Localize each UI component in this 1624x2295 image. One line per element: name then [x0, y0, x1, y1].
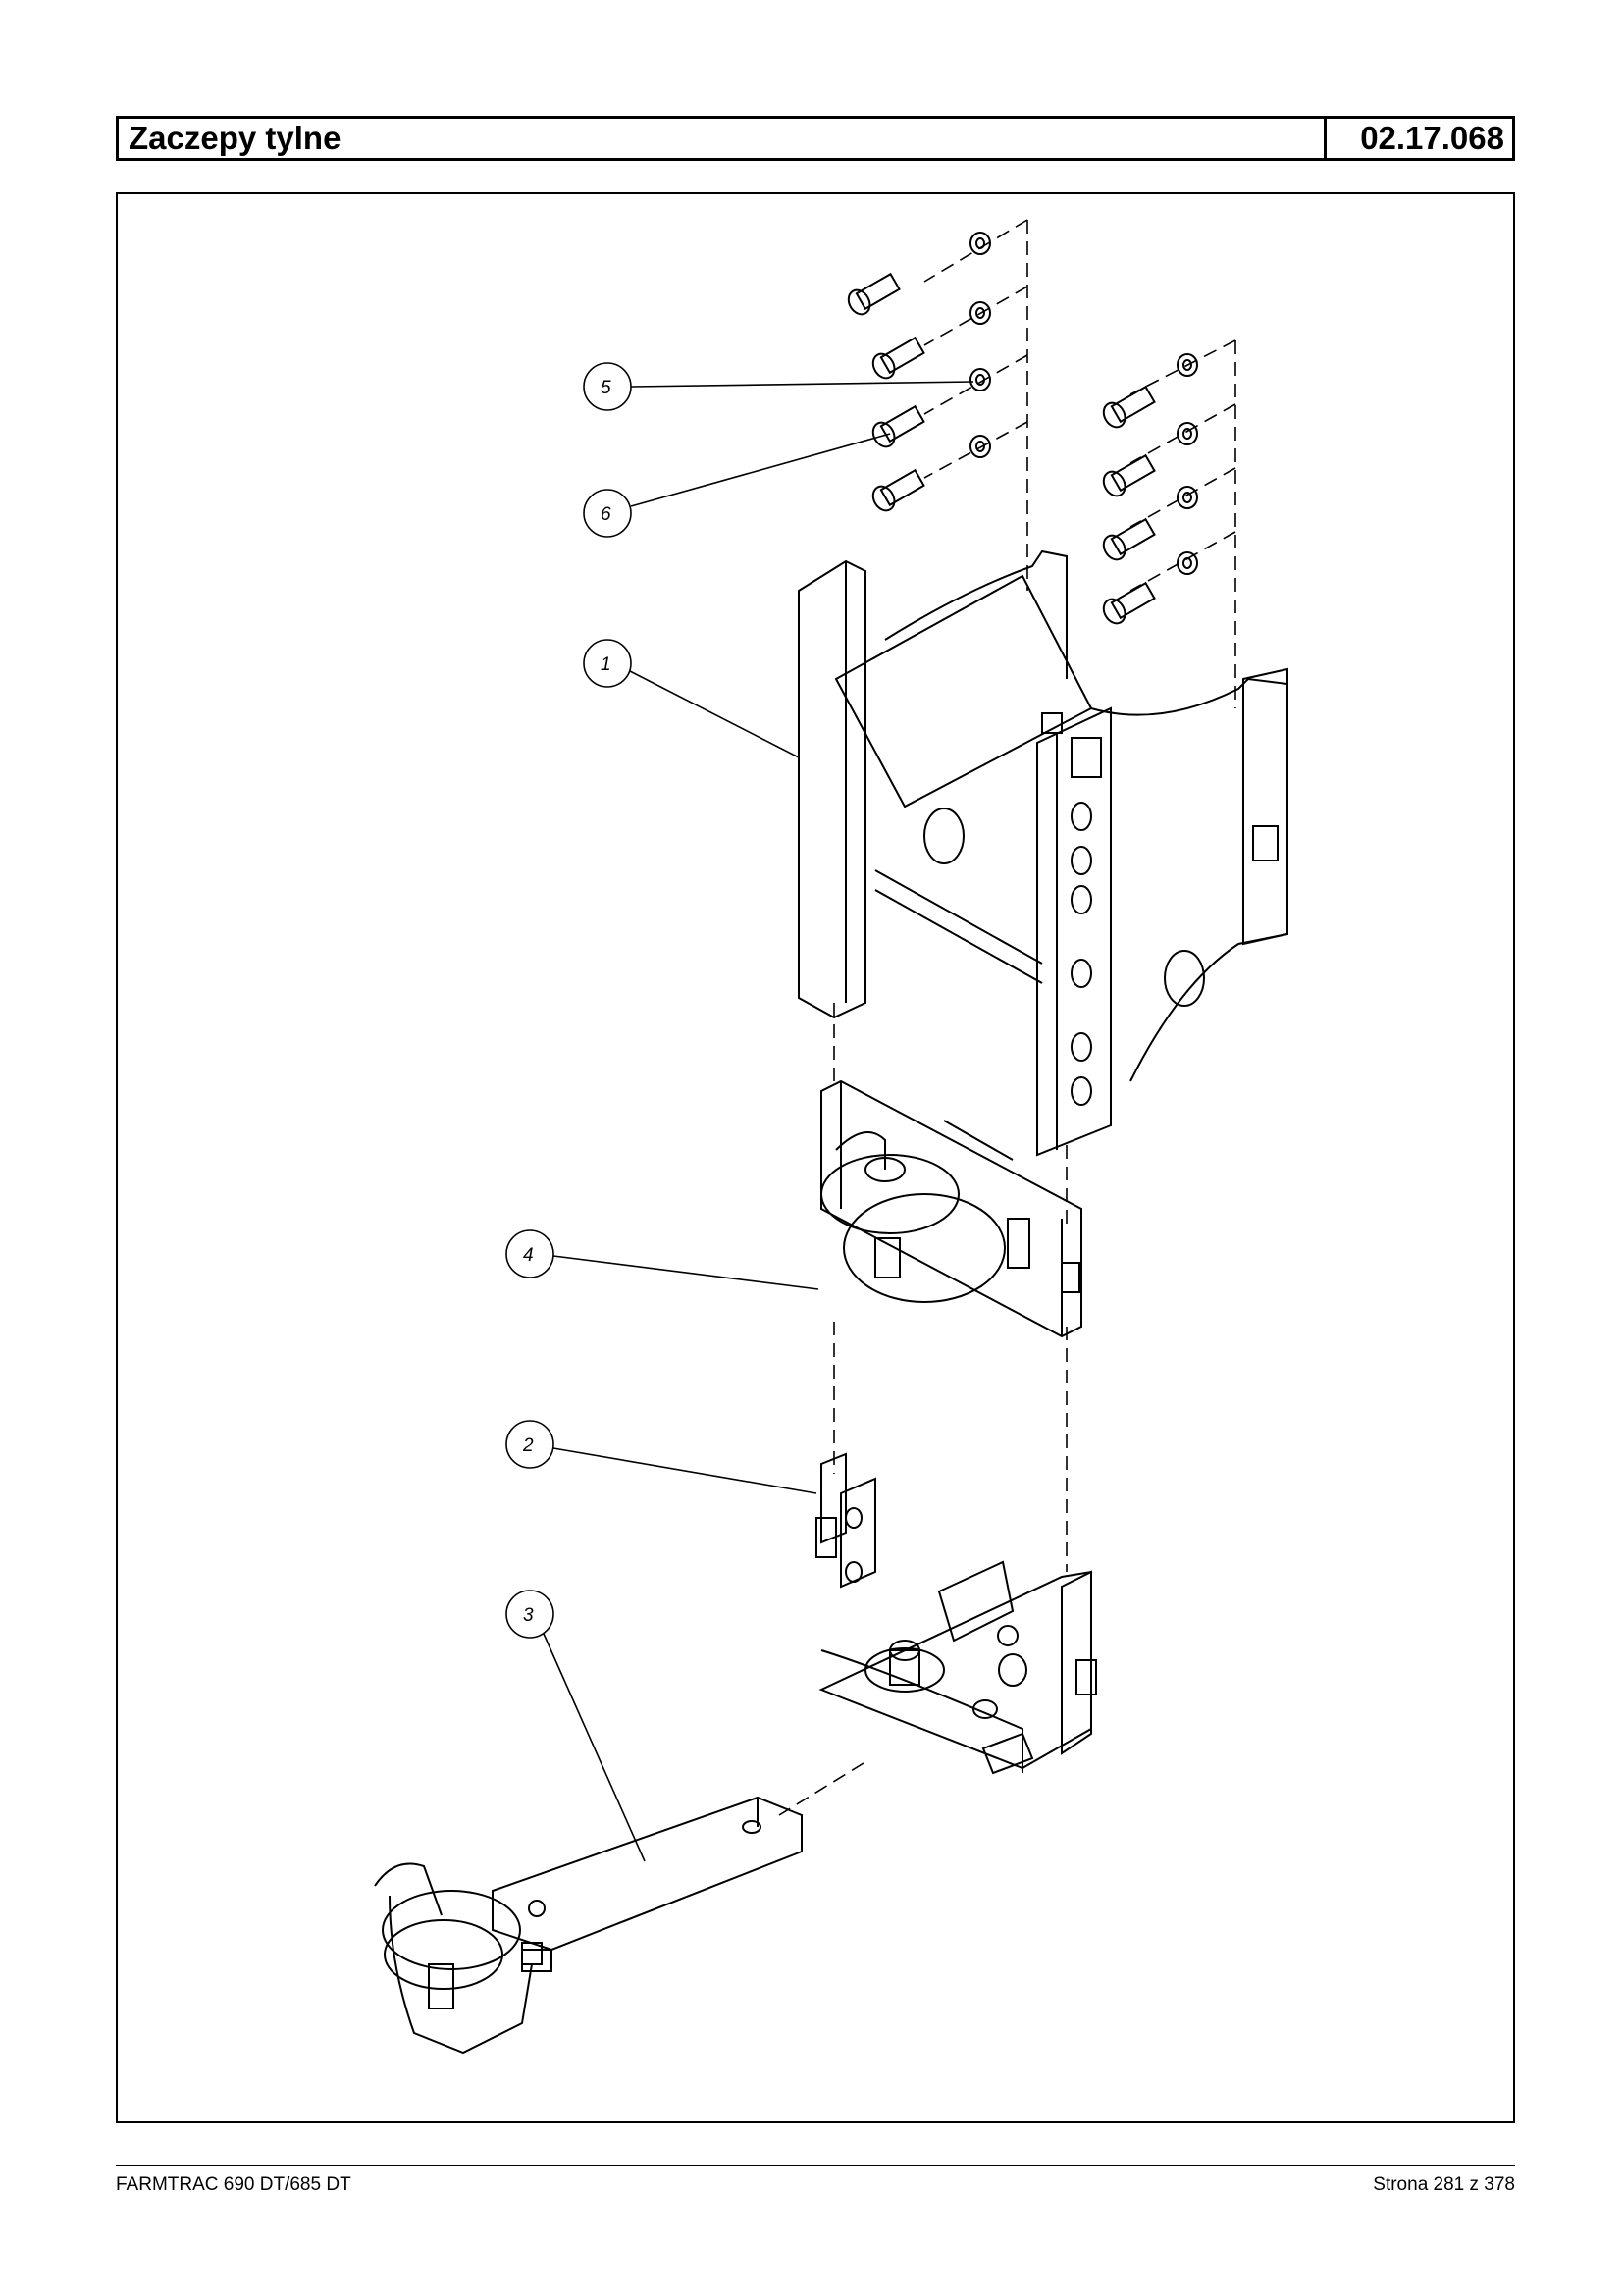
bolt-group-left [847, 232, 991, 512]
callout-4-label: 4 [523, 1245, 534, 1266]
page-header: Zaczepy tylne 02.17.068 [116, 116, 1515, 161]
assembly-dash-lines [778, 219, 1236, 1816]
part-1-guide-frame [798, 549, 1288, 1157]
callout-2-label: 2 [522, 1435, 534, 1456]
footer-page-number: Strona 281 z 378 [1373, 2174, 1515, 2195]
callout-3: 3 [505, 1590, 646, 1862]
page-title: Zaczepy tylne [129, 120, 341, 156]
callout-1: 1 [583, 639, 800, 758]
callout-5-label: 5 [601, 378, 611, 398]
footer-divider [116, 2165, 1515, 2166]
callout-3-label: 3 [523, 1605, 534, 1626]
callout-6-label: 6 [601, 504, 611, 525]
part-4-tow-hitch [820, 1079, 1082, 1338]
exploded-parts-diagram: 5 6 1 4 2 3 [374, 219, 1288, 2055]
callout-6: 6 [583, 433, 891, 538]
bolt-group-right [1102, 353, 1198, 625]
part-3-drawbar [374, 1796, 803, 2055]
callout-5: 5 [583, 362, 974, 411]
callout-2: 2 [505, 1420, 817, 1494]
callout-4: 4 [505, 1229, 819, 1290]
section-code: 02.17.068 [1324, 119, 1512, 158]
callout-1-label: 1 [601, 654, 611, 675]
part-2-lower-carrier [815, 1452, 1097, 1775]
exploded-diagram-frame: 5 6 1 4 2 3 [116, 192, 1515, 2123]
footer-model: FARMTRAC 690 DT/685 DT [116, 2174, 351, 2195]
